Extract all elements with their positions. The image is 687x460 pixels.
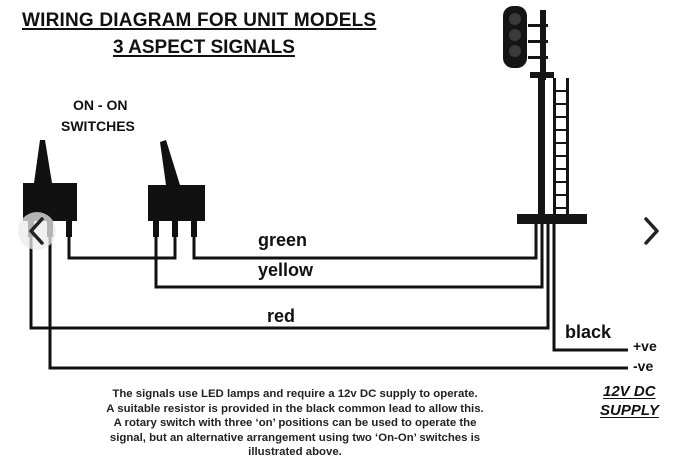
diagram-title: WIRING DIAGRAM FOR UNIT MODELS: [22, 10, 377, 31]
diagram-subtitle: 3 ASPECT SIGNALS: [113, 37, 295, 58]
red-wire: [29, 224, 550, 330]
note-line: illustrated above.: [248, 446, 342, 458]
yellow-wire: [154, 224, 544, 289]
note-line: The signals use LED lamps and require a …: [112, 388, 478, 400]
supply-label-line2: SUPPLY: [600, 402, 659, 419]
black-wire: [552, 224, 628, 352]
notes-paragraph: The signals use LED lamps and require a …: [40, 387, 550, 460]
toggle-switch-2: [148, 140, 205, 237]
next-image-button[interactable]: [632, 212, 670, 250]
chevron-right-icon: [644, 217, 659, 245]
supply-label-line1: 12V DC: [603, 383, 656, 400]
switches-label-line1: ON - ON: [73, 97, 128, 113]
green-wire: [192, 224, 538, 260]
switches-label-line2: SWITCHES: [61, 118, 135, 134]
note-line: A rotary switch with three ‘on’ position…: [113, 417, 477, 429]
black-wire-label: black: [565, 322, 612, 342]
note-line: signal, but an alternative arrangement u…: [109, 431, 481, 444]
green-wire-label: green: [258, 230, 308, 250]
red-wire-label: red: [267, 306, 296, 326]
interconnect-wire: [67, 236, 177, 260]
wires: [29, 224, 628, 370]
negative-terminal-label: -ve: [633, 358, 654, 374]
previous-image-button[interactable]: [18, 212, 56, 250]
signal-mast: [503, 6, 587, 224]
positive-terminal-label: +ve: [633, 338, 657, 354]
yellow-wire-label: yellow: [258, 260, 314, 280]
negative-wire: [48, 236, 628, 370]
note-line: A suitable resistor is provided in the b…: [106, 402, 484, 415]
chevron-left-icon: [29, 217, 44, 245]
